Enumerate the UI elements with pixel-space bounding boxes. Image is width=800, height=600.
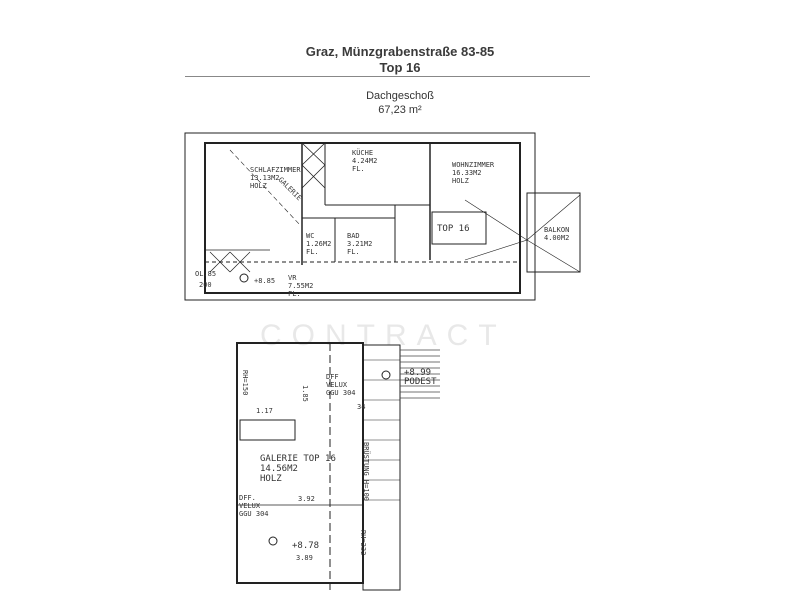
- dim-2: 1.85: [301, 385, 309, 402]
- svg-text:DFF: DFF: [326, 373, 339, 381]
- svg-text:VELUX: VELUX: [326, 381, 348, 389]
- svg-text:KÜCHE: KÜCHE: [352, 148, 373, 157]
- svg-text:4.00M2: 4.00M2: [544, 234, 569, 242]
- svg-text:1.26M2: 1.26M2: [306, 240, 331, 248]
- balcony: [526, 192, 581, 273]
- dim-4: 3.89: [296, 554, 313, 562]
- svg-text:SCHLAFZIMMER: SCHLAFZIMMER: [250, 166, 301, 174]
- svg-text:HOLZ: HOLZ: [260, 474, 282, 484]
- svg-text:DFF.: DFF.: [239, 494, 256, 502]
- svg-text:13.13M2: 13.13M2: [250, 174, 280, 182]
- upper-walls: [204, 142, 521, 294]
- upper-outline: [184, 132, 536, 301]
- watermark: CONTRACT: [260, 319, 507, 352]
- svg-text:+8.99: +8.99: [404, 368, 431, 378]
- svg-text:PODEST: PODEST: [404, 377, 437, 387]
- unit-label: TOP 16: [437, 224, 470, 234]
- svg-text:7.55M2: 7.55M2: [288, 282, 313, 290]
- dim-3: 3.92: [298, 495, 315, 503]
- rh-150: RH=150: [241, 370, 249, 395]
- svg-text:FL.: FL.: [306, 248, 319, 256]
- dim-5: 34: [357, 403, 365, 411]
- svg-text:14.56M2: 14.56M2: [260, 464, 298, 474]
- podest-hatching: [400, 349, 440, 399]
- svg-text:FL.: FL.: [288, 290, 301, 298]
- svg-text:16.33M2: 16.33M2: [452, 169, 482, 177]
- svg-text:3.21M2: 3.21M2: [347, 240, 372, 248]
- svg-text:WC: WC: [306, 232, 314, 240]
- dim-1: 1.17: [256, 407, 273, 415]
- svg-text:BALKON: BALKON: [544, 226, 569, 234]
- svg-text:BAD: BAD: [347, 232, 360, 240]
- svg-text:GGU 304: GGU 304: [239, 510, 269, 518]
- floor-level: Dachgeschoß: [366, 90, 434, 102]
- title-divider: [185, 76, 590, 77]
- svg-text:4.24M2: 4.24M2: [352, 157, 377, 165]
- svg-text:GALERIE TOP 16: GALERIE TOP 16: [260, 454, 336, 464]
- top16-box: [431, 211, 487, 245]
- level-mark: +8.85: [254, 277, 275, 285]
- svg-text:HOLZ: HOLZ: [250, 182, 267, 190]
- door-height: 200: [199, 281, 212, 289]
- svg-text:WOHNZIMMER: WOHNZIMMER: [452, 161, 495, 169]
- door-label: OL.85: [195, 270, 216, 278]
- svg-text:HOLZ: HOLZ: [452, 177, 469, 185]
- total-area: 67,23 m²: [378, 104, 422, 116]
- address-title: Graz, Münzgrabenstraße 83-85: [305, 44, 495, 59]
- unit-title: Top 16: [379, 60, 421, 75]
- svg-text:FL.: FL.: [347, 248, 360, 256]
- galerie-level-mark: +8.78: [292, 541, 319, 551]
- svg-text:FL.: FL.: [352, 165, 365, 173]
- bruestung: BRÜSTUNG H=100: [362, 442, 371, 501]
- rh-232: RH=232: [359, 530, 367, 555]
- galerie-label: GALERIE: [277, 176, 304, 203]
- staircase: [362, 344, 401, 591]
- svg-text:VELUX: VELUX: [239, 502, 261, 510]
- svg-text:GGU 304: GGU 304: [326, 389, 356, 397]
- svg-text:VR: VR: [288, 274, 297, 282]
